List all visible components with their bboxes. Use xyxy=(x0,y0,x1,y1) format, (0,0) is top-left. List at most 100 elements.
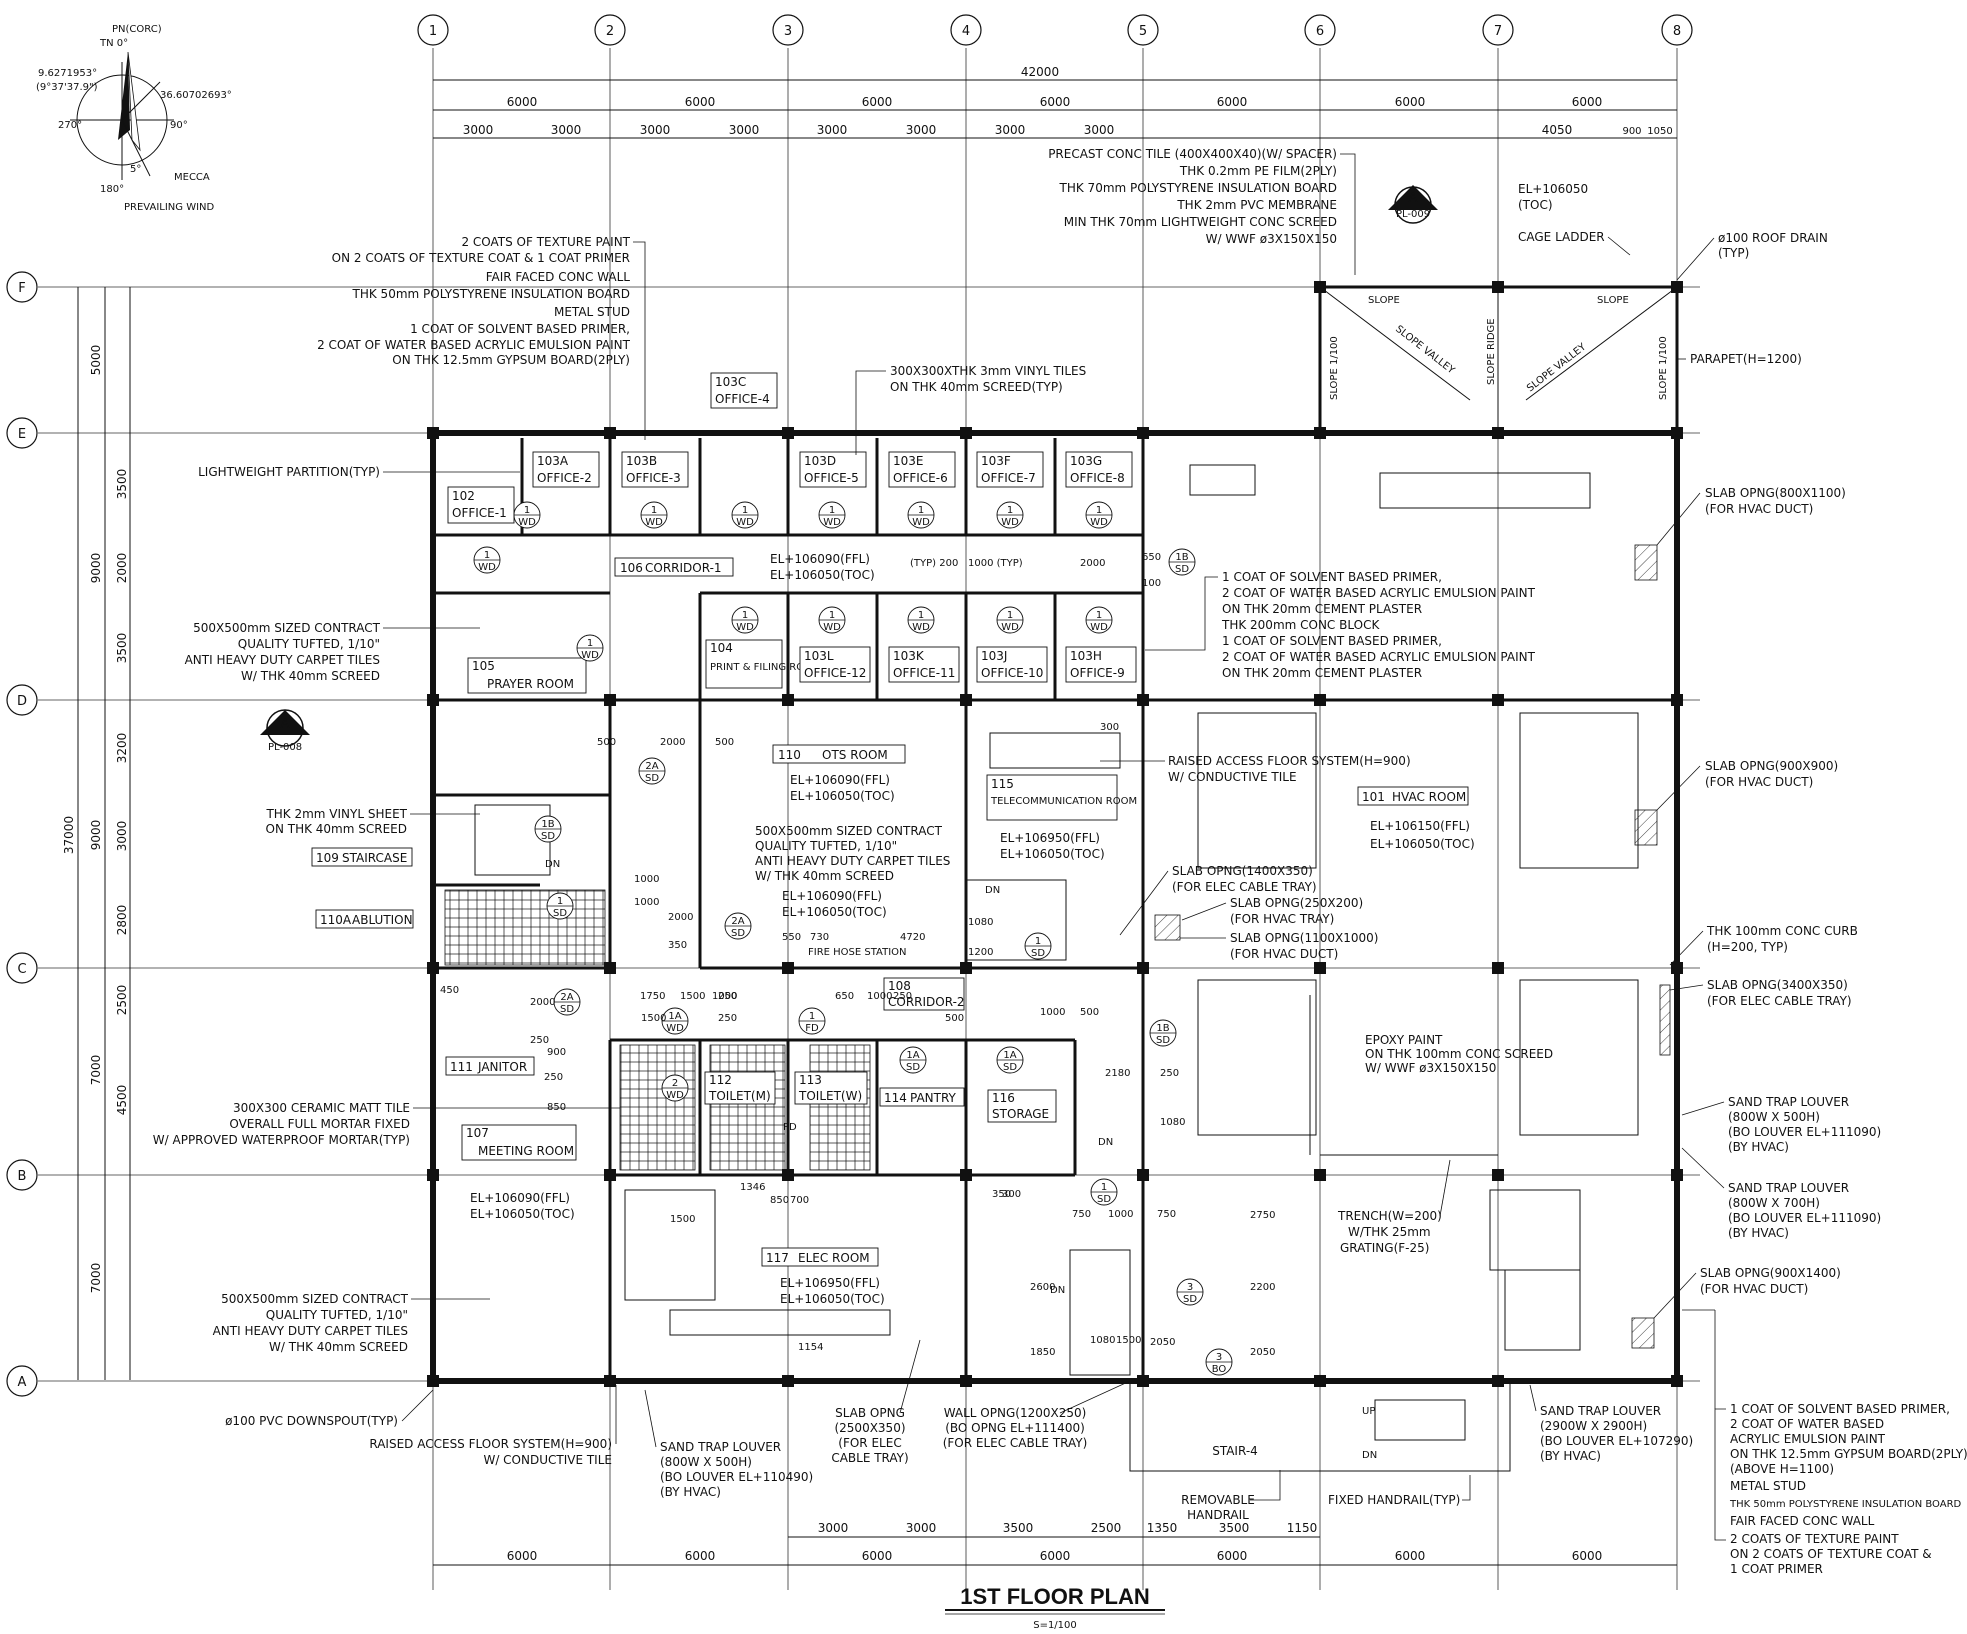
grid-bubble-col xyxy=(772,14,804,46)
north-arrow-icon: PN(CORC) TN 0° 9.6271953° (9°37'37.9") 3… xyxy=(36,24,232,213)
grid-label-col: 7 xyxy=(1494,24,1502,39)
inner-dimension: 1500 xyxy=(680,991,705,1002)
svg-text:2 COAT OF WATER BASED ACRYLIC: 2 COAT OF WATER BASED ACRYLIC EMULSION P… xyxy=(317,338,631,352)
svg-text:RAISED ACCESS FLOOR SYSTEM(H=9: RAISED ACCESS FLOOR SYSTEM(H=900) xyxy=(369,1437,612,1451)
annotations: PRECAST CONC TILE (400X400X40)(W/ SPACER… xyxy=(153,147,1967,1576)
dim-bottom-sub: 1350 xyxy=(1147,1521,1178,1535)
slab-opening-note-7: SLAB OPNG(900X1400)(FOR HVAC DUCT) xyxy=(1653,1266,1841,1319)
door-tag: 1WD xyxy=(731,606,759,634)
svg-text:1B: 1B xyxy=(541,819,554,830)
dim-top-sub: 3000 xyxy=(640,123,671,137)
svg-text:THK 0.2mm PE FILM(2PLY): THK 0.2mm PE FILM(2PLY) xyxy=(1179,164,1337,178)
svg-text:THK 2mm PVC MEMBRANE: THK 2mm PVC MEMBRANE xyxy=(1176,198,1337,212)
svg-text:W/ THK 40mm SCREED: W/ THK 40mm SCREED xyxy=(755,869,894,883)
svg-text:OFFICE-10: OFFICE-10 xyxy=(981,666,1043,680)
svg-text:115: 115 xyxy=(991,777,1014,791)
svg-text:(BO OPNG EL+111400): (BO OPNG EL+111400) xyxy=(945,1421,1085,1435)
svg-text:OFFICE-3: OFFICE-3 xyxy=(626,471,681,485)
svg-text:SD: SD xyxy=(1031,948,1045,959)
dim-top-bay: 6000 xyxy=(1395,95,1426,109)
grid-label-col: 2 xyxy=(606,24,614,39)
svg-text:SLAB OPNG(1400X350): SLAB OPNG(1400X350) xyxy=(1172,864,1313,878)
svg-text:(2900W X 2900H): (2900W X 2900H) xyxy=(1540,1419,1647,1433)
svg-text:ON THK 12.5mm GYPSUM BOARD(2PL: ON THK 12.5mm GYPSUM BOARD(2PLY) xyxy=(1730,1447,1967,1461)
inner-dimension: 500 xyxy=(715,737,734,748)
inner-dimension: 1080 xyxy=(1160,1117,1185,1128)
svg-text:WD: WD xyxy=(581,650,599,661)
dim-bottom-bay: 6000 xyxy=(685,1549,716,1563)
door-tag: 1WD xyxy=(513,501,541,529)
svg-text:101: 101 xyxy=(1362,790,1385,804)
north-angle2: 36.60702693° xyxy=(160,90,232,101)
svg-text:300X300 CERAMIC MATT TILE: 300X300 CERAMIC MATT TILE xyxy=(233,1101,410,1115)
column xyxy=(960,1169,972,1181)
column xyxy=(1314,1169,1326,1181)
svg-text:ABLUTION: ABLUTION xyxy=(352,913,413,927)
svg-text:W/ CONDUCTIVE TILE: W/ CONDUCTIVE TILE xyxy=(483,1453,612,1467)
door-tag: 3BO xyxy=(1205,1348,1233,1376)
stair-direction-labels: DN DN DN DN UP DN PD xyxy=(545,859,1377,1461)
section-marker-icon: A PL-009 xyxy=(1388,185,1438,224)
svg-text:2 COATS OF TEXTURE PAINT: 2 COATS OF TEXTURE PAINT xyxy=(1730,1532,1899,1546)
parapet-note: PARAPET(H=1200) xyxy=(1677,352,1802,366)
roof-drain-note: ø100 ROOF DRAIN(TYP) xyxy=(1676,231,1828,281)
svg-text:DN: DN xyxy=(985,885,1000,896)
dim-top-bay: 6000 xyxy=(685,95,716,109)
dim-left-minor: 2500 xyxy=(115,985,129,1016)
svg-text:THK 50mm POLYSTYRENE INSULATIO: THK 50mm POLYSTYRENE INSULATION BOARD xyxy=(352,287,630,301)
svg-text:A: A xyxy=(281,717,290,732)
north-tn: TN 0° xyxy=(99,38,128,49)
svg-text:THK 70mm POLYSTYRENE INSULATIO: THK 70mm POLYSTYRENE INSULATION BOARD xyxy=(1059,181,1337,195)
svg-text:FAIR FACED CONC WALL: FAIR FACED CONC WALL xyxy=(486,270,631,284)
dim-bottom-sub: 1150 xyxy=(1287,1521,1318,1535)
svg-text:500X500mm SIZED CONTRACT: 500X500mm SIZED CONTRACT xyxy=(193,621,381,635)
svg-text:104: 104 xyxy=(710,641,733,655)
svg-text:105: 105 xyxy=(472,659,495,673)
svg-text:CORRIDOR-1: CORRIDOR-1 xyxy=(645,561,722,575)
door-tag: 1SD xyxy=(546,892,574,920)
svg-text:SLOPE: SLOPE xyxy=(1368,295,1400,306)
inner-dimension: 2050 xyxy=(1250,1347,1275,1358)
scale-label: S=1/100 xyxy=(1033,1620,1077,1631)
dim-left-major: 7000 xyxy=(89,1055,103,1086)
svg-text:PRAYER ROOM: PRAYER ROOM xyxy=(487,677,574,691)
door-tag: 1WD xyxy=(907,606,935,634)
door-tag: 1WD xyxy=(996,606,1024,634)
svg-text:103B: 103B xyxy=(626,454,657,468)
svg-text:PD: PD xyxy=(783,1122,797,1133)
inner-dimension: 1080 xyxy=(968,917,993,928)
column xyxy=(1671,281,1683,293)
svg-text:PL-009: PL-009 xyxy=(1396,209,1430,220)
north-pn: PN(CORC) xyxy=(112,24,162,35)
north-180: 180° xyxy=(100,184,124,195)
stair4-label: STAIR-4 xyxy=(1212,1444,1258,1458)
grid-bubble-col xyxy=(1661,14,1693,46)
svg-text:SD: SD xyxy=(906,1062,920,1073)
svg-text:DN: DN xyxy=(1098,1137,1113,1148)
svg-text:2A: 2A xyxy=(645,761,658,772)
column xyxy=(1671,1169,1683,1181)
grid-label-row: C xyxy=(17,962,26,977)
column xyxy=(782,694,794,706)
svg-text:(H=200, TYP): (H=200, TYP) xyxy=(1707,940,1788,954)
north-90: 90° xyxy=(170,120,188,131)
vinyl-tiles-note: 300X300XTHK 3mm VINYL TILES ON THK 40mm … xyxy=(855,364,1086,455)
svg-text:ON THK 20mm CEMENT PLASTER: ON THK 20mm CEMENT PLASTER xyxy=(1222,602,1422,616)
svg-text:W/THK 25mm: W/THK 25mm xyxy=(1348,1225,1431,1239)
column xyxy=(1314,281,1326,293)
svg-text:(FOR ELEC CABLE TRAY): (FOR ELEC CABLE TRAY) xyxy=(1172,880,1317,894)
column xyxy=(1671,1375,1683,1387)
svg-text:HANDRAIL: HANDRAIL xyxy=(1187,1508,1249,1522)
dim-left-major: 5000 xyxy=(89,345,103,376)
inner-dimension: 700 xyxy=(790,1195,809,1206)
svg-text:EL+106050(TOC): EL+106050(TOC) xyxy=(782,905,887,919)
svg-text:W/ CONDUCTIVE TILE: W/ CONDUCTIVE TILE xyxy=(1168,770,1297,784)
